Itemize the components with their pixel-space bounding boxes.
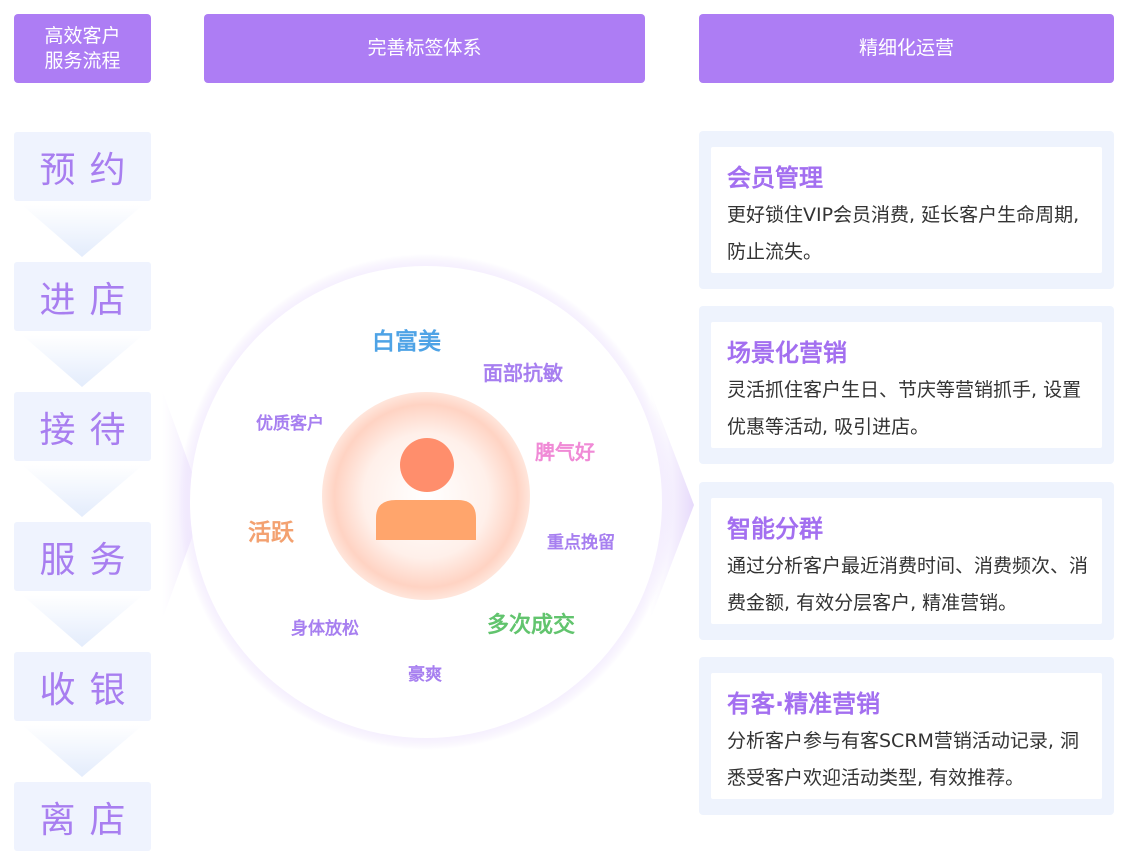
down-arrow-icon [22, 205, 143, 257]
tag-label: 多次成交 [487, 613, 576, 638]
tag-label: 重点挽留 [547, 533, 615, 553]
header-process-line1: 高效客户 [44, 24, 121, 47]
tag-label: 身体放松 [291, 619, 359, 639]
tag-label: 白富美 [372, 329, 441, 355]
card-precision-marketing: 有客·精准营销 分析客户参与有客SCRM营销活动记录, 洞悉受客户欢迎活动类型,… [711, 673, 1102, 799]
tag-label: 豪爽 [408, 665, 442, 685]
step-checkout: 收银 [14, 652, 151, 721]
tag-label: 面部抗敏 [483, 361, 563, 385]
tag-label: 优质客户 [256, 414, 324, 434]
step-service: 服务 [14, 522, 151, 591]
header-process-line2: 服务流程 [44, 49, 121, 72]
step-enter-store: 进店 [14, 262, 151, 331]
card-title: 会员管理 [727, 164, 823, 192]
step-reception: 接待 [14, 392, 151, 461]
card-smart-grouping: 智能分群 通过分析客户最近消费时间、消费频次、消费金额, 有效分层客户, 精准营… [711, 498, 1102, 624]
tag-circle-diagram [162, 254, 694, 750]
card-title: 有客·精准营销 [727, 690, 881, 718]
inner-circle [322, 392, 530, 600]
card-description: 更好锁住VIP会员消费, 延长客户生命周期, 防止流失。 [727, 204, 1080, 263]
card-title: 智能分群 [727, 515, 823, 543]
header-tags-label: 完善标签体系 [367, 37, 482, 59]
card-description: 灵活抓住客户生日、节庆等营销抓手, 设置优惠等活动, 吸引进店。 [727, 379, 1082, 438]
card-description: 通过分析客户最近消费时间、消费频次、消费金额, 有效分层客户, 精准营销。 [727, 555, 1089, 614]
header-fine-operations: 精细化运营 [699, 14, 1114, 83]
card-member-management: 会员管理 更好锁住VIP会员消费, 延长客户生命周期, 防止流失。 [711, 147, 1102, 273]
down-arrow-icon [22, 335, 143, 387]
step-reservation: 预约 [14, 132, 151, 201]
tag-label: 活跃 [248, 520, 294, 546]
card-title: 场景化营销 [727, 339, 847, 367]
tag-label: 脾气好 [535, 440, 595, 464]
card-scene-marketing: 场景化营销 灵活抓住客户生日、节庆等营销抓手, 设置优惠等活动, 吸引进店。 [711, 322, 1102, 448]
header-ops-label: 精细化运营 [858, 37, 954, 59]
down-arrow-icon [22, 595, 143, 647]
avatar-icon [376, 438, 476, 540]
header-service-process: 高效客户 服务流程 [14, 14, 151, 83]
card-description: 分析客户参与有客SCRM营销活动记录, 洞悉受客户欢迎活动类型, 有效推荐。 [727, 730, 1080, 789]
down-arrow-icon [22, 465, 143, 517]
step-leave-store: 离店 [14, 782, 151, 851]
down-arrow-icon [22, 725, 143, 777]
header-tag-system: 完善标签体系 [204, 14, 645, 83]
